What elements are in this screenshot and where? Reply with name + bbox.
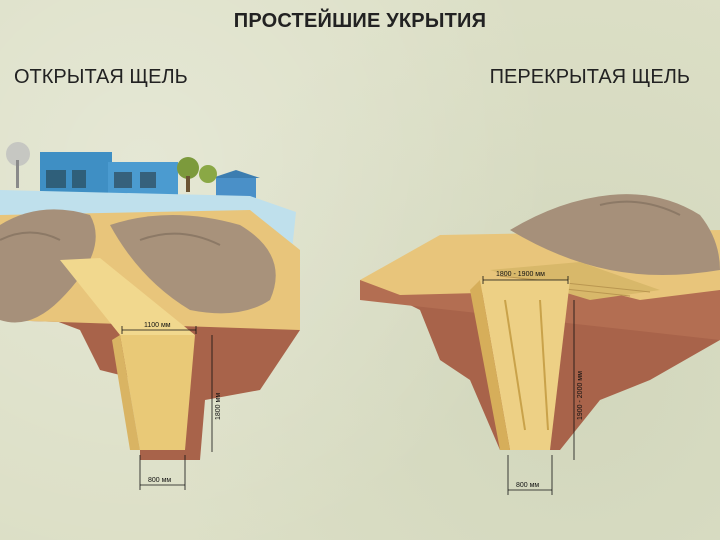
page-title: ПРОСТЕЙШИЕ УКРЫТИЯ — [233, 10, 487, 32]
open-trench-label: ОТКРЫТАЯ ЩЕЛЬ — [14, 66, 188, 88]
covered-trench-label: ПЕРЕКРЫТАЯ ЩЕЛЬ — [489, 66, 690, 88]
covered-trench-depth: 1900 - 2000 мм — [577, 371, 584, 420]
covered-trench-top-width: 1800 - 1900 мм — [496, 271, 545, 278]
open-trench-illustration: 1100 мм 1800 мм 800 мм — [0, 142, 300, 490]
covered-trench-bottom-width: 800 мм — [516, 482, 539, 489]
covered-trench-illustration: 1800 - 1900 мм 1900 - 2000 мм 800 мм — [360, 194, 720, 495]
open-trench-depth: 1800 мм — [215, 393, 222, 420]
open-trench-top-width: 1100 мм — [144, 322, 171, 329]
open-trench-bottom-width: 800 мм — [148, 477, 171, 484]
